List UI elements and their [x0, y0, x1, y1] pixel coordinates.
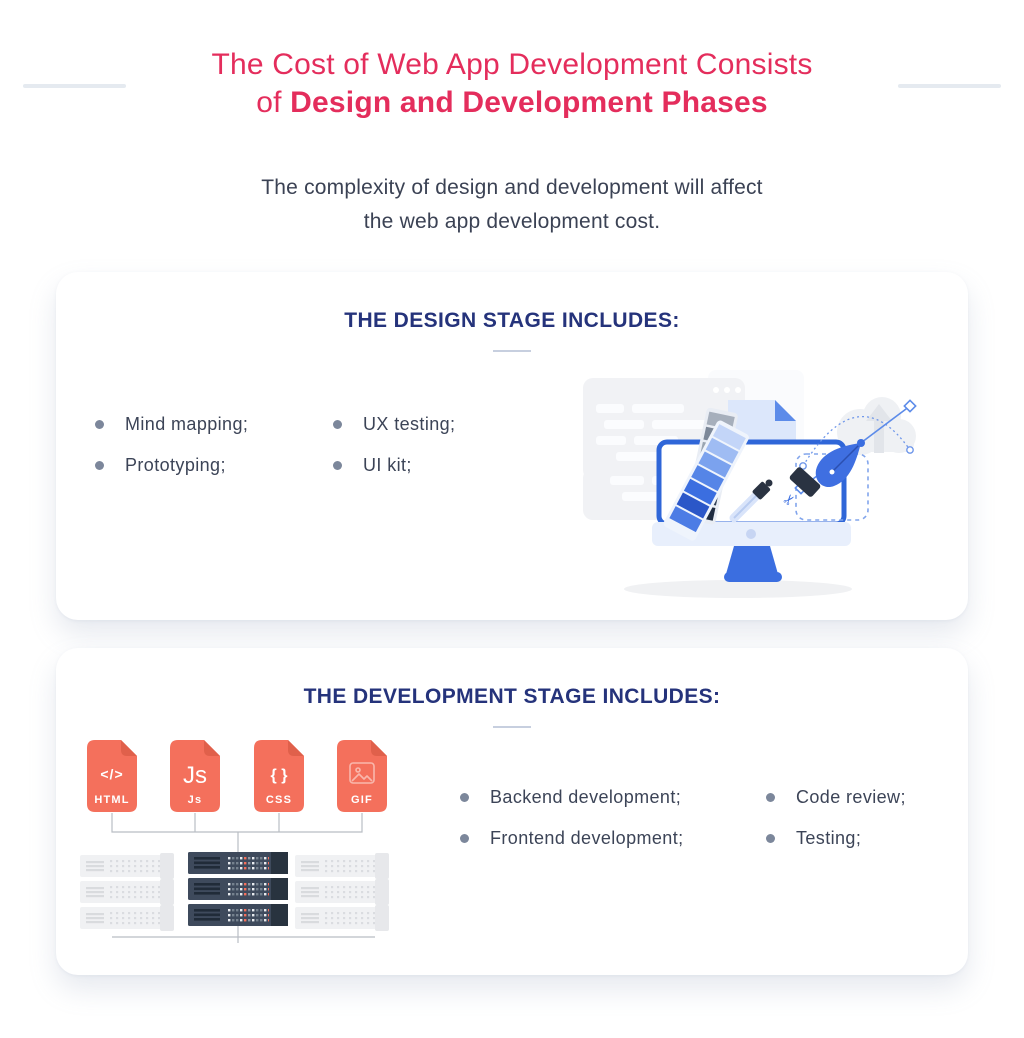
development-bullet-list: Backend development; Code review; Fronte… [460, 783, 966, 852]
list-item: Prototyping; [95, 451, 333, 479]
file-icon-gif: GIF [337, 740, 387, 812]
image-glyph-icon [349, 762, 375, 784]
eyedropper-icon [729, 479, 773, 523]
bullet-icon [766, 833, 775, 843]
title-line2-bold: Design and Development Phases [290, 86, 768, 119]
heading-divider [493, 350, 531, 352]
subtitle-line1: The complexity of design and development… [261, 176, 763, 199]
bullet-icon [766, 792, 775, 802]
file-icon-label: GIF [351, 794, 373, 806]
title-decoration-line-right [898, 84, 1001, 88]
bullet-icon [460, 833, 469, 843]
list-item: Backend development; [460, 783, 766, 811]
bullet-label: Testing; [796, 827, 862, 848]
list-item: Mind mapping; [95, 410, 333, 438]
braces-glyph: { } [271, 767, 288, 784]
list-item: Frontend development; [460, 824, 766, 852]
list-item: Code review; [766, 783, 966, 811]
bullet-label: UI kit; [363, 454, 412, 475]
heading-divider [493, 726, 531, 728]
shadow [624, 580, 852, 598]
design-bullet-list: Mind mapping; UX testing; Prototyping; U… [95, 410, 533, 479]
bullet-icon [333, 460, 342, 470]
bullet-icon [460, 792, 469, 802]
bullet-label: Prototyping; [125, 454, 226, 475]
server-rack-icon [188, 852, 288, 926]
title-decoration-line-left [23, 84, 126, 88]
bullet-icon [95, 419, 104, 429]
list-item: UX testing; [333, 410, 533, 438]
title-line2-prefix: of [256, 86, 291, 119]
development-stage-card: THE DEVELOPMENT STAGE INCLUDES: [56, 648, 968, 975]
file-icon-html: </> HTML [87, 740, 137, 812]
bullet-icon [95, 460, 104, 470]
title-line1: The Cost of Web App Development Consists [211, 48, 813, 81]
file-icon-label: HTML [94, 794, 129, 806]
list-item: UI kit; [333, 451, 533, 479]
bullet-label: Frontend development; [490, 827, 684, 848]
bullet-label: Backend development; [490, 786, 682, 807]
bullet-icon [333, 419, 342, 429]
page-subtitle: The complexity of design and development… [0, 171, 1024, 239]
bullet-label: Code review; [796, 786, 906, 807]
connector-lines [111, 813, 375, 943]
bullet-label: Mind mapping; [125, 413, 249, 434]
file-icon-css: { } CSS [254, 740, 304, 812]
page-title: The Cost of Web App Development Consists… [0, 46, 1024, 122]
subtitle-line2: the web app development cost. [363, 210, 661, 233]
color-palette-icon [663, 407, 749, 541]
development-stage-heading: THE DEVELOPMENT STAGE INCLUDES: [303, 685, 721, 708]
development-illustration: </> HTML Js Js { } CSS GIF [75, 740, 420, 943]
design-stage-heading: THE DESIGN STAGE INCLUDES: [344, 309, 680, 332]
design-stage-card: THE DESIGN STAGE INCLUDES: Mind mapping;… [56, 272, 968, 620]
code-glyph: </> [100, 766, 123, 782]
design-illustration: ✂ [583, 370, 917, 598]
file-icon-label: CSS [266, 794, 292, 806]
pen-tool-icon [789, 399, 917, 497]
js-glyph: Js [183, 762, 207, 789]
list-item: Testing; [766, 824, 966, 852]
bullet-label: UX testing; [363, 413, 456, 434]
file-icon-label: Js [188, 794, 203, 806]
file-icon-js: Js Js [170, 740, 220, 812]
